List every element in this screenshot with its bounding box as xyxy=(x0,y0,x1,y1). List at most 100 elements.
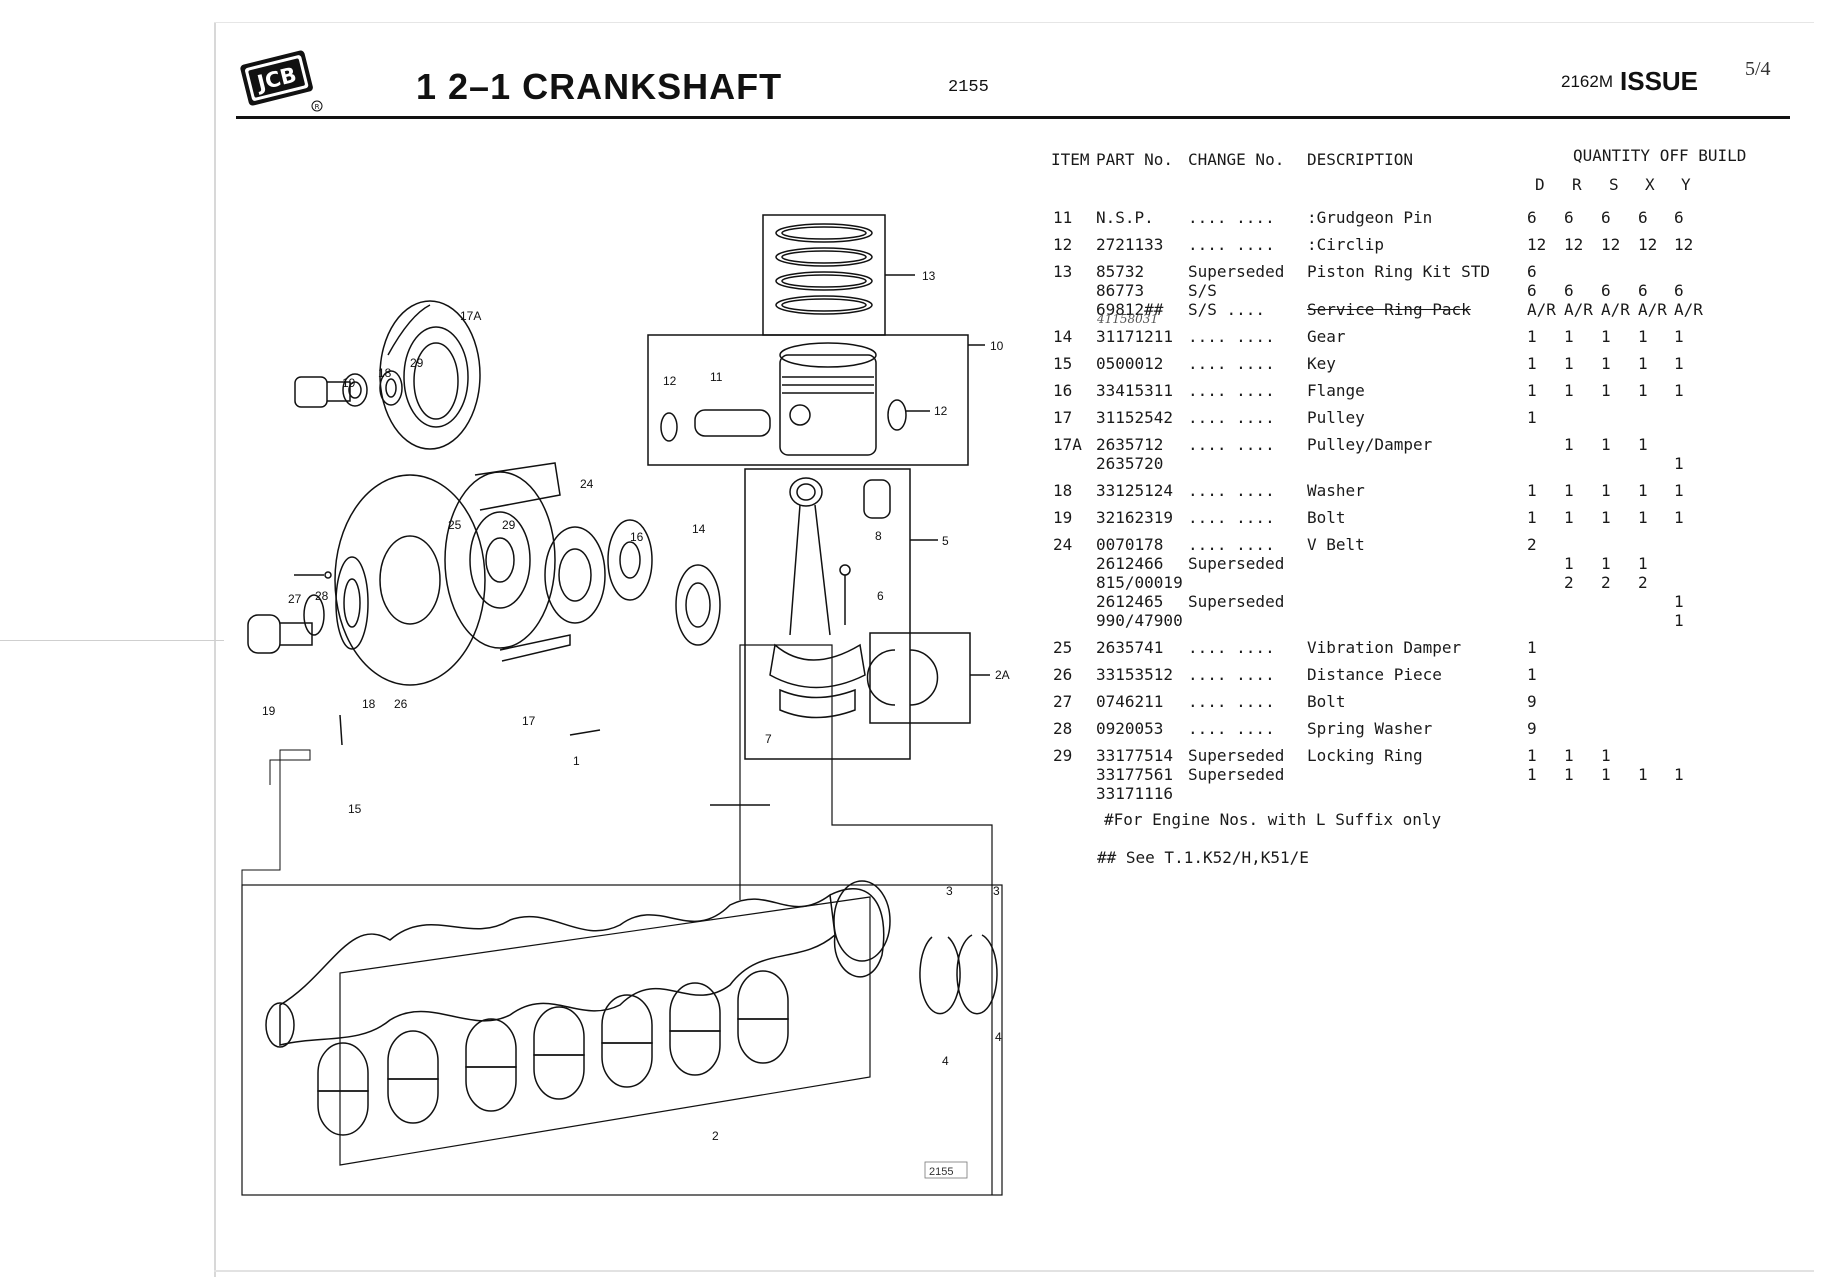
row-part-number: 85732 xyxy=(1096,262,1145,281)
row-description: Key xyxy=(1307,354,1336,373)
row-quantity: 6 xyxy=(1601,281,1611,300)
row-item-number: 26 xyxy=(1053,665,1073,684)
row-item-number: 11 xyxy=(1053,208,1073,227)
callout-29: 29 xyxy=(410,356,424,370)
handwritten-part-note: 41158031 xyxy=(1097,312,1159,326)
row-change-number: S/S xyxy=(1188,281,1217,300)
row-change-number: Superseded xyxy=(1188,746,1285,765)
column-header-part-no: PART No. xyxy=(1096,150,1174,169)
callout-16: 16 xyxy=(630,530,644,544)
row-part-number: 69812## xyxy=(1096,300,1164,319)
callout-8: 8 xyxy=(875,529,882,543)
row-quantity: 6 xyxy=(1638,208,1648,227)
row-part-number: 2635720 xyxy=(1096,454,1164,473)
row-item-number: 28 xyxy=(1053,719,1073,738)
row-part-number: 33415311 xyxy=(1096,381,1174,400)
row-part-number: 2635712 xyxy=(1096,435,1164,454)
row-quantity: 1 xyxy=(1527,327,1537,346)
row-item-number: 13 xyxy=(1053,262,1073,281)
header-rule xyxy=(236,116,1790,119)
column-header-quantity: QUANTITY OFF BUILD xyxy=(1573,146,1747,165)
row-change-number: .... .... xyxy=(1188,535,1275,554)
row-description: :Circlip xyxy=(1307,235,1385,254)
row-part-number: 31152542 xyxy=(1096,408,1174,427)
svg-text:R: R xyxy=(315,103,320,111)
row-quantity: 2 xyxy=(1638,573,1648,592)
row-quantity: 1 xyxy=(1674,611,1684,630)
row-quantity: 9 xyxy=(1527,692,1537,711)
callout-6: 6 xyxy=(877,589,884,603)
crankshaft-exploded-diagram: 13 10 12 12 11 5 8 6 2A 7 14 16 24 25 29… xyxy=(241,214,1010,1196)
row-change-number: .... .... xyxy=(1188,435,1275,454)
fold-line xyxy=(0,640,224,641)
row-part-number: 33177514 xyxy=(1096,746,1174,765)
row-quantity: 2 xyxy=(1564,573,1574,592)
row-item-number: 17 xyxy=(1053,408,1073,427)
row-quantity: 6 xyxy=(1527,208,1537,227)
row-change-number: Superseded xyxy=(1188,262,1285,281)
figure-number: 2155 xyxy=(948,78,989,97)
row-item-number: 27 xyxy=(1053,692,1073,711)
row-quantity: A/R xyxy=(1564,300,1593,319)
row-item-number: 18 xyxy=(1053,481,1073,500)
row-item-number: 14 xyxy=(1053,327,1073,346)
row-description: Distance Piece xyxy=(1307,665,1442,684)
row-change-number: .... .... xyxy=(1188,354,1275,373)
row-description: :Grudgeon Pin xyxy=(1307,208,1433,227)
row-quantity: 1 xyxy=(1601,508,1611,527)
row-quantity: 1 xyxy=(1601,765,1611,784)
row-part-number: 990/47900 xyxy=(1096,611,1183,630)
row-item-number: 16 xyxy=(1053,381,1073,400)
row-item-number: 24 xyxy=(1053,535,1073,554)
row-part-number: 2612466 xyxy=(1096,554,1164,573)
page-border-top xyxy=(214,22,1814,23)
row-quantity: 1 xyxy=(1601,381,1611,400)
row-quantity: 1 xyxy=(1564,435,1574,454)
row-quantity: 1 xyxy=(1674,354,1684,373)
row-change-number: .... .... xyxy=(1188,381,1275,400)
callout-28: 28 xyxy=(315,589,329,603)
row-quantity: 9 xyxy=(1527,719,1537,738)
callout-13: 13 xyxy=(922,269,936,283)
callout-17a: 17A xyxy=(460,309,481,323)
row-quantity: 1 xyxy=(1601,481,1611,500)
callout-4: 4 xyxy=(942,1054,949,1068)
row-quantity: 1 xyxy=(1564,765,1574,784)
page-border-left xyxy=(214,22,216,1277)
row-description: Bolt xyxy=(1307,692,1346,711)
callout-3b: 3 xyxy=(993,884,1000,898)
row-quantity: A/R xyxy=(1674,300,1703,319)
issue-label: ISSUE xyxy=(1620,66,1699,96)
row-quantity: 12 xyxy=(1527,235,1547,254)
row-part-number: 2635741 xyxy=(1096,638,1164,657)
callout-1: 1 xyxy=(573,754,580,768)
row-quantity: 1 xyxy=(1638,327,1648,346)
callout-2: 2 xyxy=(712,1129,719,1143)
callout-17: 17 xyxy=(522,714,536,728)
page-title: 1 2–1 CRANKSHAFT xyxy=(416,66,783,107)
row-quantity: 1 xyxy=(1638,508,1648,527)
callout-11: 11 xyxy=(710,370,723,384)
row-change-number: .... .... xyxy=(1188,508,1275,527)
row-quantity: 1 xyxy=(1564,508,1574,527)
callout-5: 5 xyxy=(942,534,949,548)
issue-code: 2162M xyxy=(1561,72,1613,91)
note-see-reference: ## See T.1.K52/H,K51/E xyxy=(1097,848,1309,867)
row-item-number: 29 xyxy=(1053,746,1073,765)
callout-4b: 4 xyxy=(995,1030,1002,1044)
column-header-item: ITEM xyxy=(1051,150,1090,169)
row-quantity: 1 xyxy=(1527,665,1537,684)
row-quantity: 1 xyxy=(1601,435,1611,454)
row-change-number: .... .... xyxy=(1188,665,1275,684)
row-change-number: Superseded xyxy=(1188,592,1285,611)
row-quantity: 1 xyxy=(1527,746,1537,765)
row-change-number: .... .... xyxy=(1188,692,1275,711)
row-change-number: .... .... xyxy=(1188,208,1275,227)
row-description: V Belt xyxy=(1307,535,1365,554)
row-quantity: 12 xyxy=(1601,235,1621,254)
row-description: Pulley/Damper xyxy=(1307,435,1433,454)
row-description: Gear xyxy=(1307,327,1346,346)
row-quantity: 6 xyxy=(1564,208,1574,227)
row-change-number: .... .... xyxy=(1188,408,1275,427)
row-quantity: 1 xyxy=(1638,765,1648,784)
